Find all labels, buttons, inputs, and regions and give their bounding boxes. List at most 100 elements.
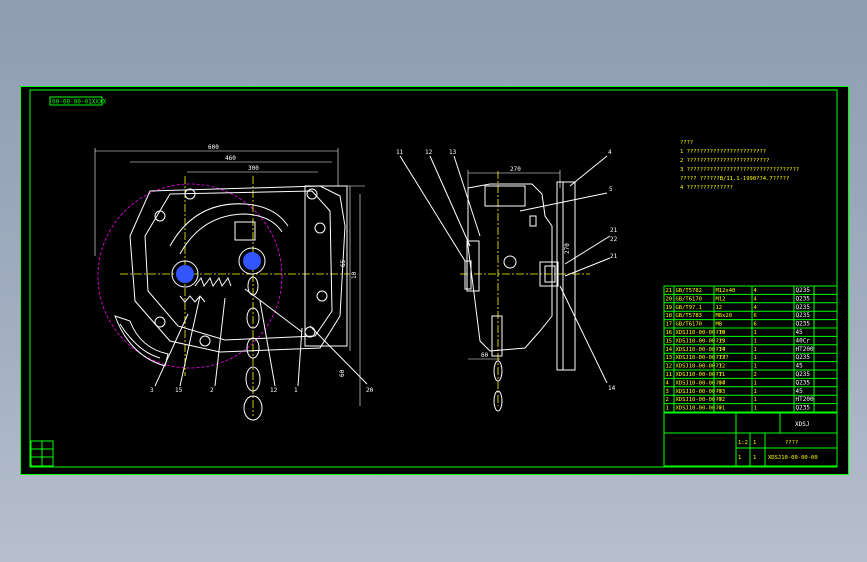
hub-right xyxy=(243,252,261,270)
bom-cell: 4 xyxy=(754,296,758,302)
bom-cell: 2 xyxy=(754,372,757,378)
bom-cell: 13 xyxy=(666,355,673,361)
bom-cell: ?? xyxy=(716,406,723,412)
dim-65: 65 xyxy=(340,259,347,267)
bom-cell: XDSJ10-00-00-16 xyxy=(676,330,726,336)
dim-side-270: 270 xyxy=(510,166,521,173)
title-block: XDSJ ???? XDSJ10-00-00-00 1:2 1 1 1 xyxy=(663,412,838,467)
bom-cell: 21 xyxy=(666,288,673,294)
dim-side-270b: 270 xyxy=(564,243,571,254)
callout-5: 5 xyxy=(609,186,613,193)
bom-cell: Q235 xyxy=(796,371,811,378)
bom-cell: ??? xyxy=(716,338,726,344)
bom-cell: ???? xyxy=(716,355,729,361)
bom-cell: GB/T6170 xyxy=(676,322,703,328)
bom-cell: ?? xyxy=(716,397,723,403)
dim-side-60: 60 xyxy=(481,352,489,359)
bom-cell: 1 xyxy=(754,389,757,395)
swing-circle xyxy=(97,183,283,369)
title-scale-3: 1 xyxy=(738,455,741,461)
callout-15: 15 xyxy=(175,387,183,394)
hub-left xyxy=(176,265,194,283)
bom-cell: GB/T5782 xyxy=(676,288,703,294)
bom-cell: 15 xyxy=(666,338,673,344)
bom-cell: M12x40 xyxy=(716,288,736,294)
dim-600: 600 xyxy=(208,144,219,151)
code-box-text: 00-00-00-01XXXX xyxy=(52,99,107,106)
callout-12s: 12 xyxy=(425,149,433,156)
note-3b: ????? ??????B/11.1-1990??4.7????? xyxy=(680,176,789,182)
dim-10: 10 xyxy=(351,271,358,279)
bom-cell: XDSJ10-00-00-03 xyxy=(676,389,726,395)
bom-cell: ?? xyxy=(716,372,723,378)
bom-cell: 4 xyxy=(754,305,758,311)
dim-460: 460 xyxy=(225,155,236,162)
bolt-hole xyxy=(306,188,318,200)
bom-cell: ??? xyxy=(716,380,726,386)
title-scale-1: 1:2 xyxy=(738,440,748,446)
bolt-hole xyxy=(316,290,328,302)
bom-cell: 6 xyxy=(754,322,757,328)
bom-cell: Q235 xyxy=(796,295,811,302)
chain-link xyxy=(243,395,263,421)
bom-cell: HT200 xyxy=(796,346,814,353)
bom-cell: Q235 xyxy=(796,354,811,361)
bom-cell: ??? xyxy=(716,330,726,336)
bom-cell: 6 xyxy=(754,313,757,319)
bolt-hole xyxy=(199,335,211,347)
bom-cell: 45 xyxy=(796,329,804,336)
bom-cell: 40Cr xyxy=(796,337,811,344)
bom-cell: 20 xyxy=(666,296,673,302)
hook-lobe xyxy=(114,315,169,367)
bom-cell: 1 xyxy=(754,347,757,353)
bom-cell: 11 xyxy=(666,372,673,378)
note-3: 3 ?????????????????????????????????? xyxy=(680,167,799,173)
bom-cell: ?? xyxy=(716,389,723,395)
housing-outline xyxy=(129,185,346,353)
bom-cell: 14 xyxy=(666,347,673,353)
bom-cell: 17 xyxy=(666,322,673,328)
code-box xyxy=(49,96,103,106)
drawing-canvas: 00-00-00-01XXXX xyxy=(20,86,849,475)
bom-cell: Q235 xyxy=(796,405,811,412)
bom-cell: XDSJ10-00-00-04 xyxy=(676,380,726,386)
bolt-hole xyxy=(184,188,196,200)
bom-cell: GB/T97.1 xyxy=(676,305,703,311)
bom-cell: ??? xyxy=(716,347,726,353)
side-hub xyxy=(466,240,480,292)
bom-cell: 3 xyxy=(666,389,669,395)
callout-14: 14 xyxy=(608,385,616,392)
bom-cell: 1 xyxy=(754,330,757,336)
housing-inner xyxy=(144,190,333,341)
bom-cell: 19 xyxy=(666,305,673,311)
title-drawing-no: XDSJ10-00-00-00 xyxy=(768,455,818,461)
bom-cell: XDSJ10-00-00-02 xyxy=(676,397,726,403)
side-plate xyxy=(556,181,576,371)
bom-cell: XDSJ10-00-00-15 xyxy=(676,338,726,344)
cam-slot xyxy=(169,203,289,247)
mounting-plate xyxy=(304,185,348,347)
title-scale-2: 1 xyxy=(753,440,756,446)
bolt-hole xyxy=(314,222,326,234)
bolt-hole xyxy=(154,210,166,222)
bom-cell: XDSJ10-00-00-01 xyxy=(676,406,726,412)
bom-cell: XDSJ10-00-00-14 xyxy=(676,347,726,353)
callout-22: 22 xyxy=(610,236,618,243)
bom-cell: 2 xyxy=(666,397,669,403)
bom-cell: HT200 xyxy=(796,396,814,403)
callout-2: 2 xyxy=(210,387,214,394)
bom-cell: M8x20 xyxy=(716,313,733,319)
callout-20: 20 xyxy=(366,387,374,394)
bom-cell: 18 xyxy=(666,313,673,319)
bom-cell: 1 xyxy=(754,380,757,386)
chain-link xyxy=(246,307,260,329)
bom-cell: 45 xyxy=(796,363,804,370)
callout-1: 1 xyxy=(294,387,298,394)
bom-cell: 12 xyxy=(666,364,673,370)
bom-cell: Q235 xyxy=(796,379,811,386)
side-housing xyxy=(467,183,553,352)
callout-12: 12 xyxy=(270,387,278,394)
title-scale-4: 1 xyxy=(753,455,756,461)
side-chain xyxy=(491,315,503,357)
bom-cell: XDSJ10-00-00-11 xyxy=(676,372,726,378)
